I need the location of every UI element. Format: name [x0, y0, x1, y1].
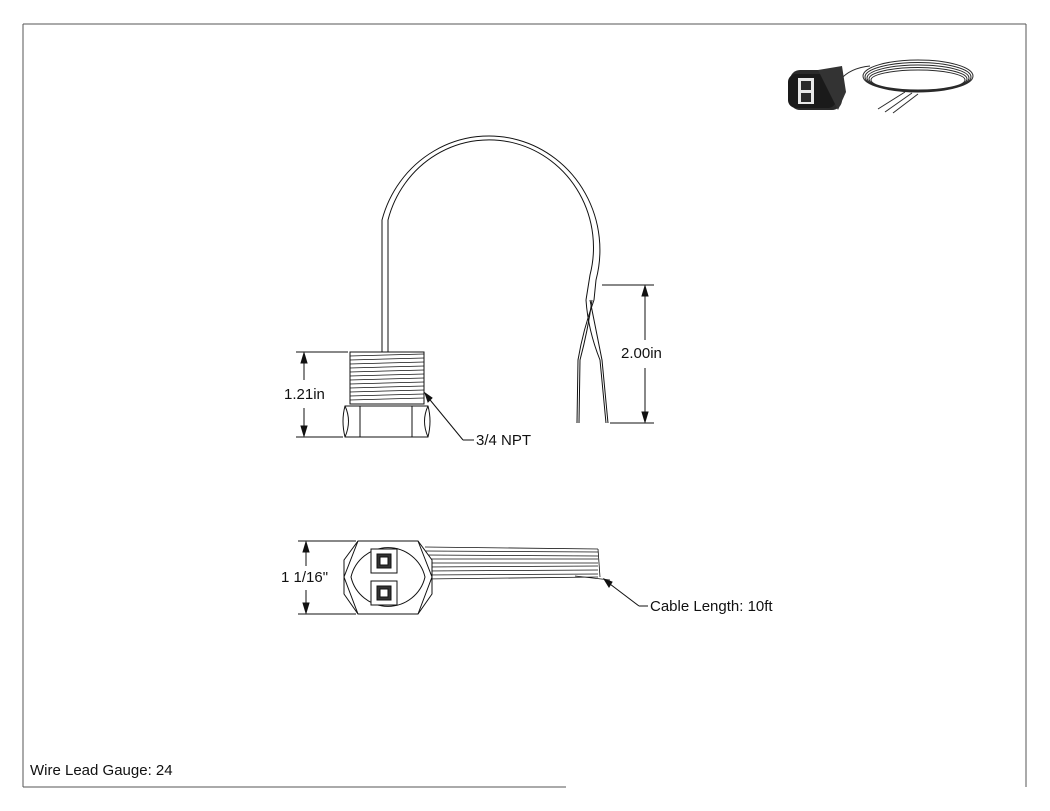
leader-thread-callout — [424, 391, 474, 441]
leader-cable-callout — [602, 578, 648, 607]
terminal-blocks — [370, 548, 398, 606]
dimension-hex-width — [298, 540, 356, 615]
dimension-label-thread-height: 1.21in — [284, 386, 325, 403]
wire-leads — [576, 299, 609, 424]
sensor-side-view — [342, 135, 609, 438]
dimension-label-lead-length: 2.00in — [621, 345, 662, 362]
coiled-cable — [424, 546, 611, 581]
callout-thread-spec: 3/4 NPT — [476, 432, 532, 449]
dimension-thread-height — [296, 351, 348, 438]
hex-body-top — [343, 540, 433, 615]
sensor-top-view — [343, 540, 611, 615]
product-photo-icon — [788, 59, 974, 114]
dimension-label-hex-width: 1 1/16" — [281, 569, 329, 586]
wire-loop — [381, 135, 601, 352]
thread-body — [349, 351, 425, 405]
callout-cable-length: Cable Length: 10ft — [650, 598, 773, 615]
note-wire-gauge: Wire Lead Gauge: 24 — [30, 762, 173, 779]
dimension-lead-length — [602, 284, 654, 424]
sheet-border — [22, 23, 1027, 788]
hex-nut — [342, 405, 431, 438]
